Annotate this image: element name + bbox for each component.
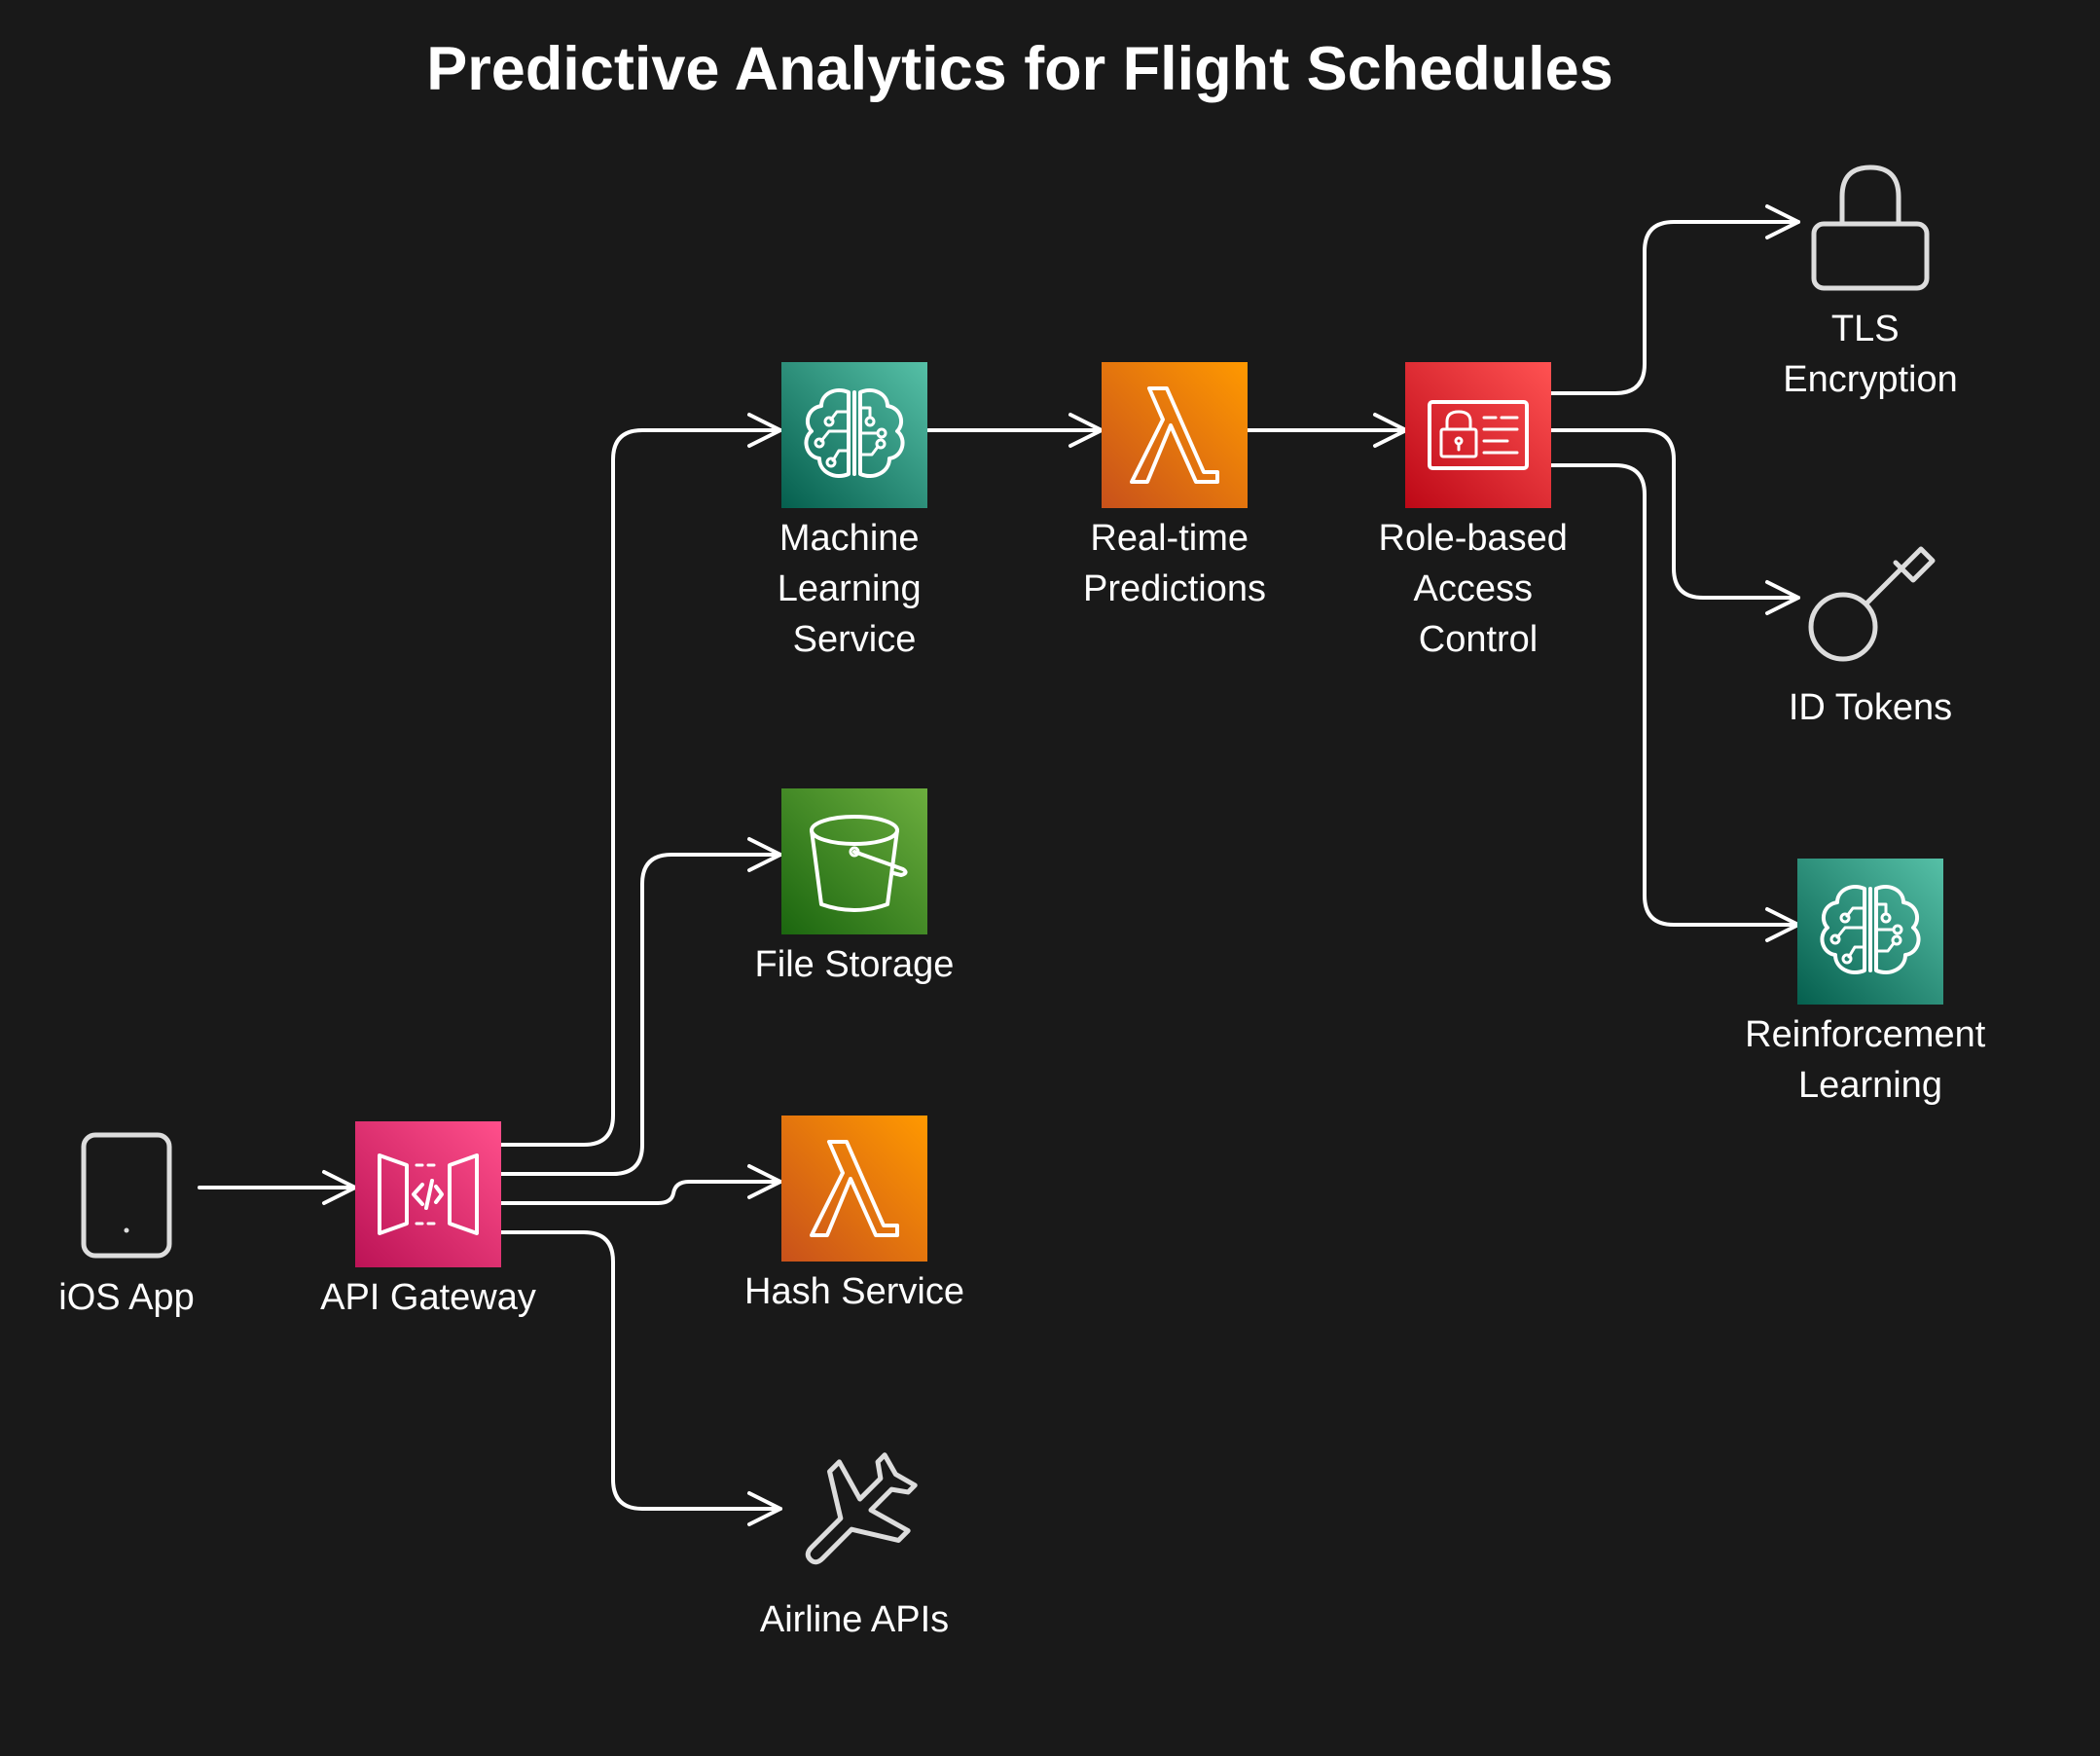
padlock-icon — [1811, 165, 1930, 291]
edge-rbac-to-id-tokens — [1549, 428, 1800, 615]
label-line: Hash Service — [744, 1271, 964, 1312]
node-file-storage[interactable]: File Storage — [755, 788, 955, 985]
label-line: Role-based — [1379, 518, 1568, 559]
key-icon — [1808, 546, 1936, 662]
label-line: Learning — [778, 568, 922, 609]
label-line: Service — [793, 619, 917, 660]
node-label: TLS Encryption — [1783, 309, 1958, 400]
label-line: Real-time — [1090, 518, 1249, 559]
diagram-title: Predictive Analytics for Flight Schedule… — [426, 35, 1613, 103]
edge-api-gateway-to-file-storage — [499, 837, 782, 1176]
bucket-icon — [810, 815, 908, 912]
api-gateway-icon — [378, 1153, 479, 1235]
label-line: Airline APIs — [760, 1599, 949, 1640]
node-rbac[interactable]: Role-based Access Control — [1379, 362, 1578, 660]
node-label: Airline APIs — [760, 1599, 949, 1640]
node-label: Hash Service — [744, 1271, 964, 1312]
node-label: ID Tokens — [1789, 687, 1952, 728]
edge-realtime-predictions-to-rbac — [1246, 413, 1408, 448]
id-card-lock-icon — [1428, 400, 1529, 470]
edge-api-gateway-to-hash-service — [499, 1164, 782, 1205]
edge-ml-service-to-realtime-predictions — [926, 413, 1104, 448]
label-line: Encryption — [1783, 359, 1958, 400]
edge-api-gateway-to-ml-service — [499, 413, 782, 1147]
node-id-tokens[interactable]: ID Tokens — [1789, 546, 1952, 728]
node-label: File Storage — [755, 944, 955, 985]
label-line: ID Tokens — [1789, 687, 1952, 728]
node-label: Reinforcement Learning — [1745, 1014, 1996, 1106]
edge-rbac-to-tls-encryption — [1549, 204, 1800, 395]
airplane-icon — [805, 1452, 918, 1565]
edge-ios-app-to-api-gateway — [198, 1170, 357, 1205]
mobile-device-icon — [81, 1132, 172, 1259]
label-line: Predictions — [1083, 568, 1266, 609]
rbac-tile — [1405, 362, 1551, 508]
label-line: Machine — [779, 518, 920, 559]
node-reinforcement-learning[interactable]: Reinforcement Learning — [1745, 859, 1996, 1106]
node-label: Role-based Access Control — [1379, 518, 1578, 660]
node-ml-service[interactable]: Machine Learning Service — [778, 362, 931, 660]
label-line: TLS — [1831, 309, 1900, 349]
node-airline-apis[interactable]: Airline APIs — [760, 1436, 949, 1640]
label-line: Learning — [1798, 1065, 1942, 1106]
edge-api-gateway-to-airline-apis — [499, 1230, 782, 1526]
file-storage-tile — [781, 788, 927, 934]
node-label: Machine Learning Service — [778, 518, 931, 660]
label-line: Reinforcement — [1745, 1014, 1986, 1055]
label-line: Control — [1419, 619, 1539, 660]
label-line: File Storage — [755, 944, 955, 985]
label-line: Access — [1413, 568, 1532, 609]
label-line: API Gateway — [320, 1277, 536, 1318]
edges — [198, 204, 1800, 1526]
node-realtime-predictions[interactable]: Real-time Predictions — [1083, 362, 1266, 609]
node-label: Real-time Predictions — [1083, 518, 1266, 609]
node-api-gateway[interactable]: API Gateway — [320, 1121, 536, 1318]
node-tls-encryption[interactable]: TLS Encryption — [1783, 165, 1958, 400]
node-label: iOS App — [58, 1277, 194, 1318]
node-hash-service[interactable]: Hash Service — [744, 1116, 964, 1312]
node-label: API Gateway — [320, 1277, 536, 1318]
node-ios-app[interactable]: iOS App — [58, 1132, 195, 1318]
label-line: iOS App — [58, 1277, 194, 1318]
